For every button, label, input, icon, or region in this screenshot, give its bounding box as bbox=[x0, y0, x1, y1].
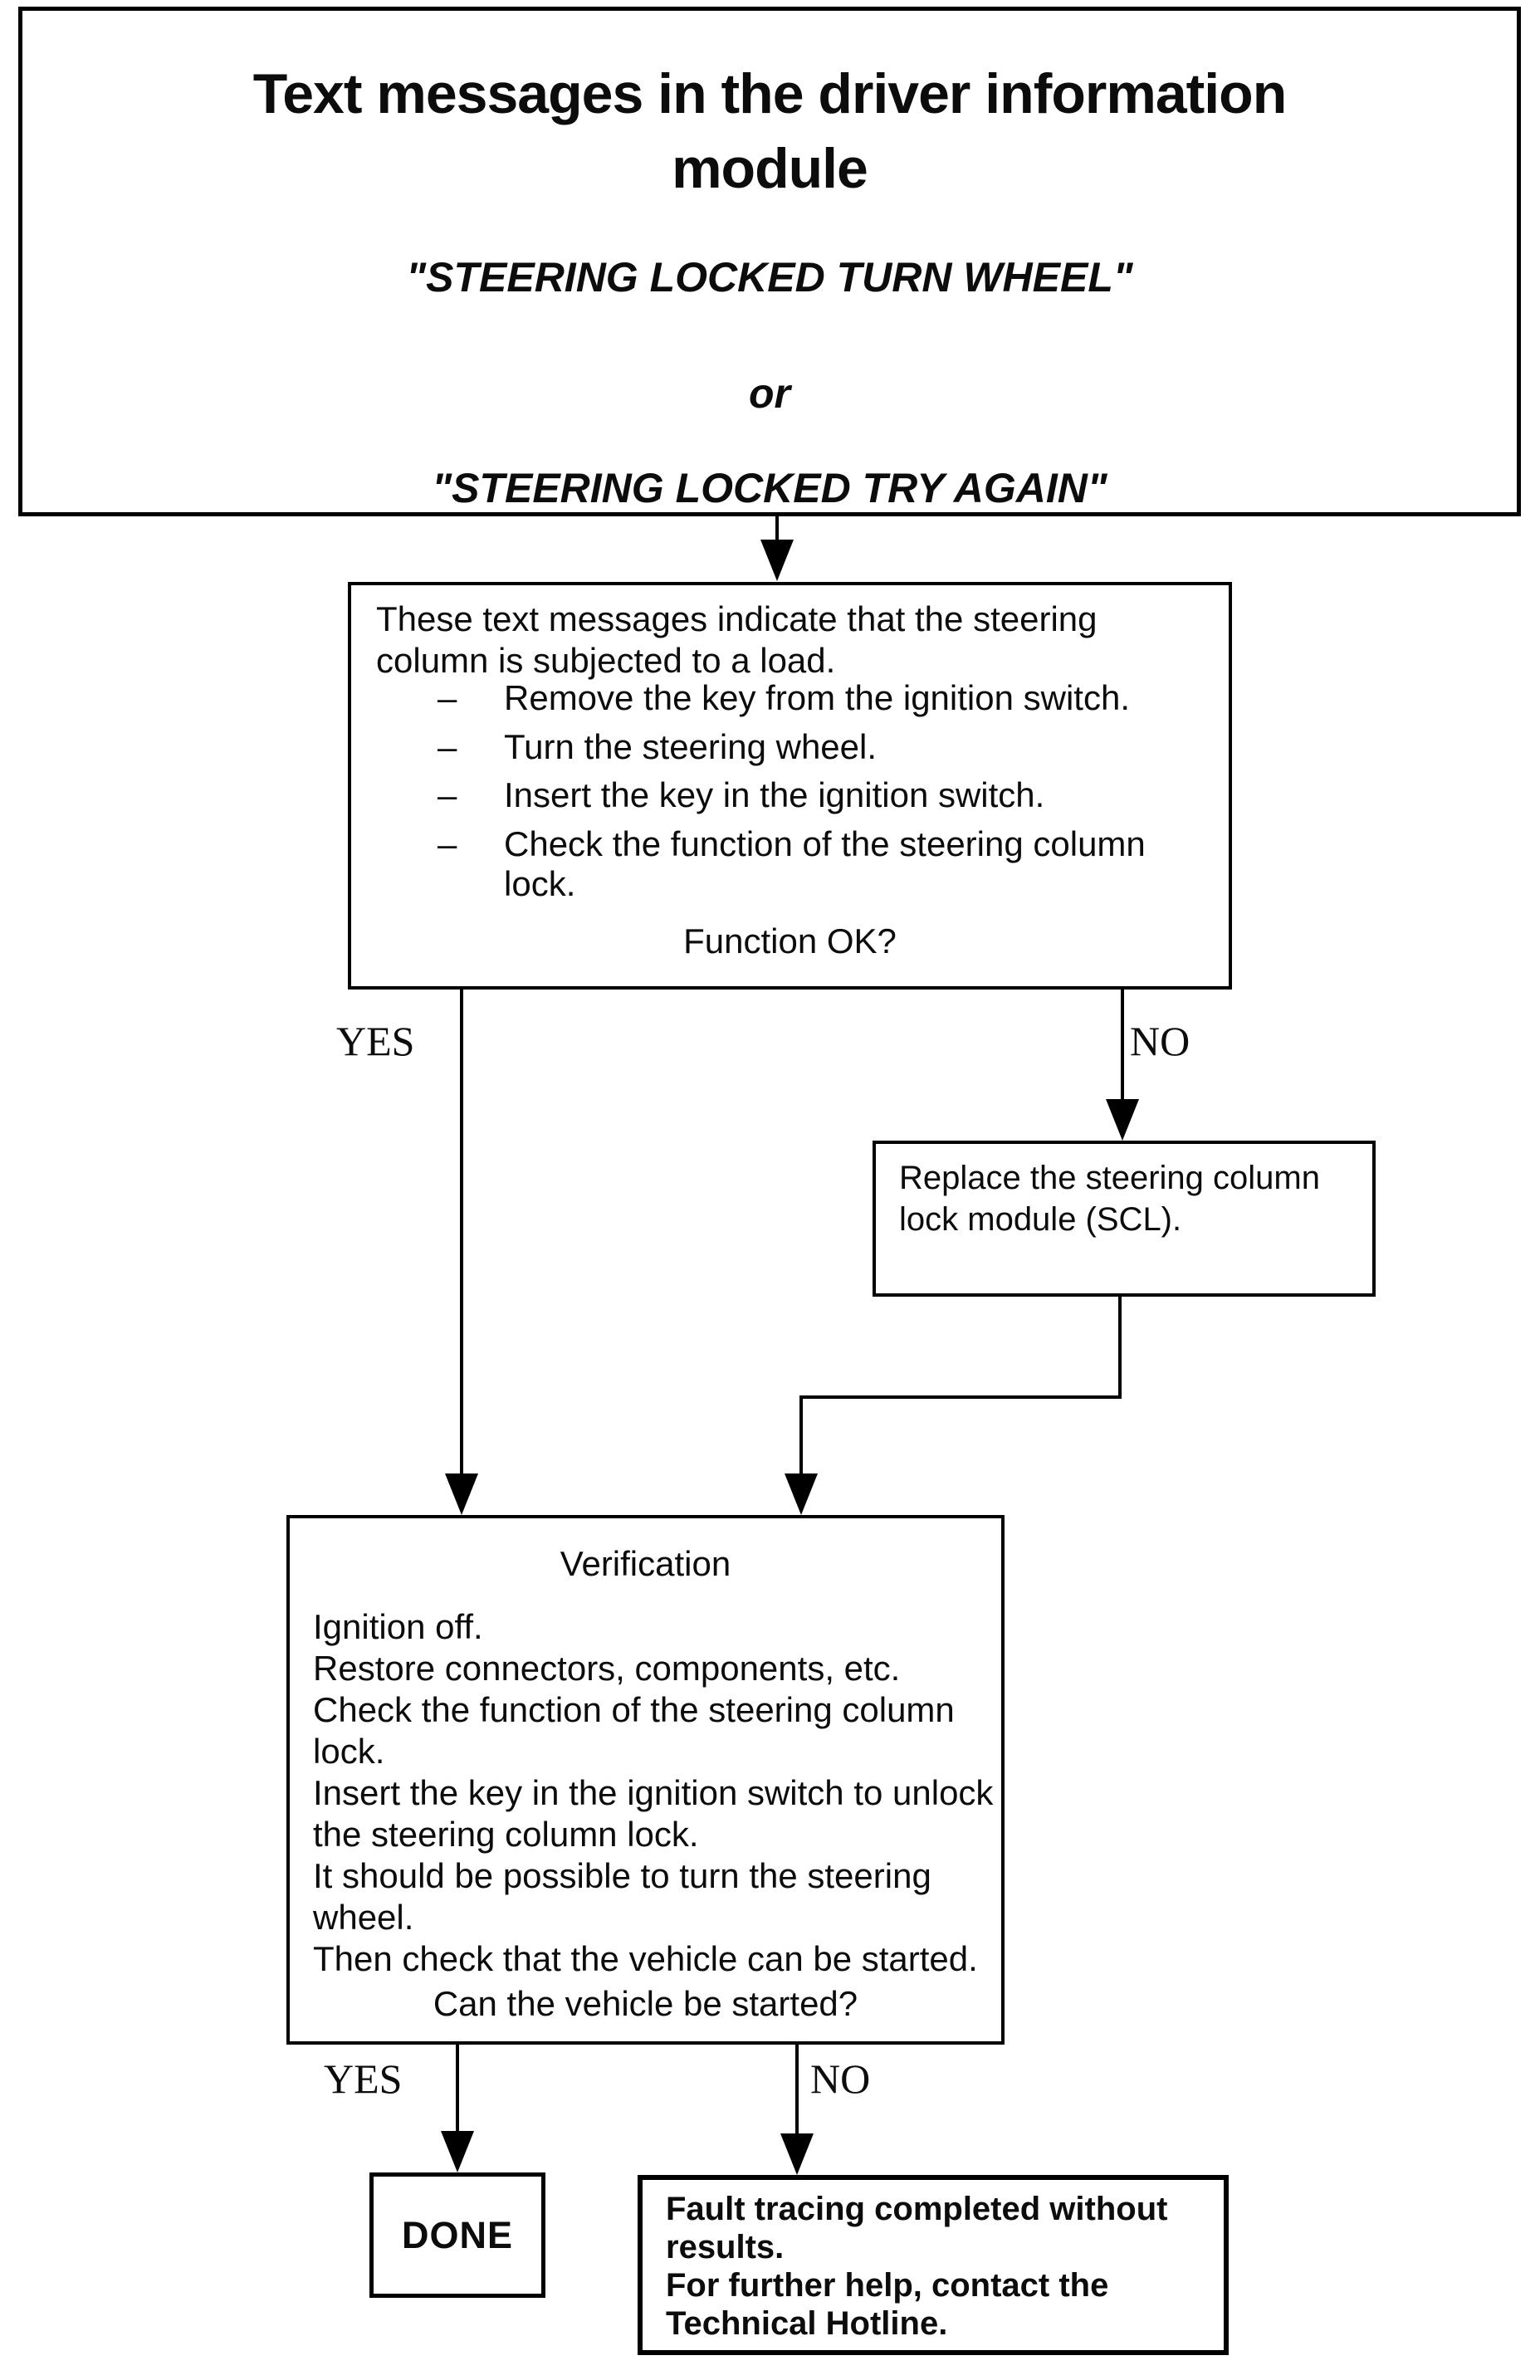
message-steering-locked-try-again: "STEERING LOCKED TRY AGAIN" bbox=[432, 465, 1107, 511]
step1-box: These text messages indicate that the st… bbox=[348, 582, 1232, 990]
message-steering-locked-turn-wheel: "STEERING LOCKED TURN WHEEL" bbox=[406, 254, 1133, 301]
verification-step-1: Ignition off. bbox=[313, 1607, 483, 1646]
page-title: Text messages in the driver information … bbox=[22, 56, 1517, 206]
verification-step-5: It should be possible to turn the steeri… bbox=[313, 1856, 931, 1937]
step1-question: Function OK? bbox=[683, 921, 897, 960]
title-box: Text messages in the driver information … bbox=[18, 7, 1521, 516]
verification-box: Verification Ignition off. Restore conne… bbox=[286, 1515, 1005, 2045]
step1-bullet-2-text: Turn the steering wheel. bbox=[504, 727, 878, 766]
fault-tracing-line-1: Fault tracing completed without results. bbox=[666, 2191, 1168, 2265]
replace-scl-box: Replace the steering column lock module … bbox=[873, 1141, 1376, 1297]
step1-bullet-4-text: Check the function of the steering colum… bbox=[504, 824, 1146, 903]
arrow-replace-to-verification bbox=[785, 1297, 1122, 1515]
verification-step-3: Check the function of the steering colum… bbox=[313, 1690, 955, 1771]
branch-label-no-1: NO bbox=[1130, 1018, 1190, 1064]
bullet-dash: – bbox=[438, 775, 457, 814]
arrow-yes2 bbox=[441, 2045, 474, 2172]
bullet-dash: – bbox=[438, 824, 457, 863]
done-box: DONE bbox=[369, 2172, 545, 2298]
branch-label-yes-1: YES bbox=[336, 1018, 415, 1064]
verification-step-4: Insert the key in the ignition switch to… bbox=[313, 1773, 994, 1854]
step1-bullet-3-text: Insert the key in the ignition switch. bbox=[504, 775, 1045, 814]
verification-step-2: Restore connectors, components, etc. bbox=[313, 1649, 901, 1688]
arrow-no1 bbox=[1106, 990, 1139, 1141]
branch-label-no-2: NO bbox=[810, 2055, 871, 2102]
verification-steps: Ignition off. Restore connectors, compon… bbox=[313, 1606, 994, 1980]
step1-bullet-3: – Insert the key in the ignition switch. bbox=[438, 775, 1185, 815]
replace-scl-text: Replace the steering column lock module … bbox=[899, 1160, 1320, 1238]
fault-tracing-text: Fault tracing completed without results.… bbox=[666, 2190, 1197, 2343]
fault-tracing-line-2: For further help, contact the Technical … bbox=[666, 2267, 1109, 2342]
bullet-dash: – bbox=[438, 727, 457, 766]
page-title-line-2: module bbox=[672, 137, 868, 200]
step1-bullet-4: – Check the function of the steering colu… bbox=[438, 824, 1185, 904]
verification-title: Verification bbox=[560, 1544, 731, 1583]
step1-intro: These text messages indicate that the st… bbox=[376, 599, 1098, 680]
verification-question: Can the vehicle be started? bbox=[433, 1984, 858, 2023]
step1-bullet-1: – Remove the key from the ignition switch… bbox=[438, 678, 1185, 718]
page-title-line-1: Text messages in the driver information bbox=[252, 62, 1288, 125]
verification-step-6: Then check that the vehicle can be start… bbox=[313, 1939, 978, 1978]
step1-bullet-1-text: Remove the key from the ignition switch. bbox=[504, 678, 1130, 717]
arrow-title-to-step1 bbox=[760, 516, 794, 581]
arrow-yes1 bbox=[445, 990, 478, 1515]
branch-label-yes-2: YES bbox=[324, 2055, 403, 2102]
step1-bullet-2: – Turn the steering wheel. bbox=[438, 727, 1185, 767]
message-conjunction: or bbox=[749, 370, 790, 417]
arrow-no2 bbox=[780, 2045, 814, 2175]
fault-tracing-box: Fault tracing completed without results.… bbox=[638, 2175, 1229, 2355]
bullet-dash: – bbox=[438, 678, 457, 717]
